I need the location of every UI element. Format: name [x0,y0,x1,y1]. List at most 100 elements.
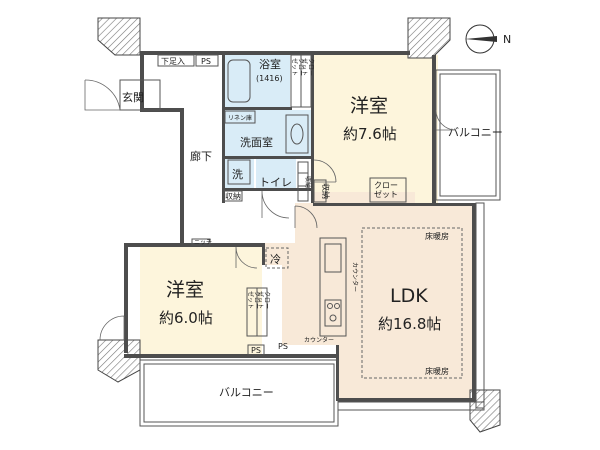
bath-size-label: (1416) [256,74,283,83]
compass-needle-icon [465,36,497,42]
balcony-bottom-inner [143,363,335,423]
storage-3-label: 収納 [321,183,331,199]
washer-label: 洗 [232,168,243,181]
toilet-door-swing [261,190,290,219]
closet-right-box [369,177,407,203]
balcony-right-inner [439,73,497,197]
western-room-1-size: 約7.6帖 [343,125,397,143]
storage-2-label: 収納 [304,176,312,188]
western-room-2: ニッチ 洋室 約6.0帖 クローゼット クローゼット PS PS [99,238,288,356]
washroom-floor [224,110,314,158]
ldk-door-swing [294,205,318,229]
entrance-door-swing [84,79,121,111]
corridor-label: 廊下 [190,149,212,163]
counter-small-label: カウンター [304,336,334,344]
sink-icon [290,123,304,145]
balcony-bottom-label: バルコニー [219,386,274,399]
wall-right-room1 [432,55,436,203]
walls [97,17,501,433]
balcony-bottom: バルコニー [139,359,339,427]
vanity-icon [285,114,309,154]
bathtub-icon [227,59,251,103]
western-room-2-size: 約6.0帖 [159,309,213,327]
fridge-label: 冷 [270,253,281,266]
ldk: 床暖房 床暖房 冷 カウンター カウンター LDK 約16.8帖 [265,205,463,379]
wall-room2-right [262,243,265,265]
floor-heating-zone [361,227,463,379]
column-bottom-left [97,339,141,383]
burner-icon-2 [334,303,340,309]
washer-box [227,159,251,185]
room1-door-swing [313,159,337,183]
balcony-right: バルコニー [435,69,503,201]
ps-top-label: PS [201,57,211,66]
burner-icon-3 [329,314,337,322]
room1-balcony-door [435,109,457,131]
ps-bottom-1-label: PS [251,346,261,355]
column-top-right [407,17,451,59]
wall-wet-left [222,55,225,203]
ps-bottom-1-box [247,344,265,356]
ldk-label: LDK [390,285,428,307]
storage-1-label: 収納 [225,191,241,201]
western-room-1: 洋室 約7.6帖 クローゼット [313,95,457,203]
toilet-label: トイレ [259,176,292,189]
closet-top-2-box [300,54,312,108]
floor-heating-top-label: 床暖房 [425,231,449,241]
wall-corridor-left [180,108,184,243]
washroom-label: 洗面室 [240,135,273,149]
entrance-outline [119,79,161,111]
floor-fills [140,55,472,400]
linen-box [224,110,256,124]
toilet-floor [256,158,296,188]
ldk-size: 約16.8帖 [378,315,441,333]
wall-room2-left [124,243,128,353]
kitchen-counter [319,237,347,337]
ps-bottom-2-label: PS [278,342,288,351]
ldk-window-right [475,202,485,409]
room-floor-ldk [262,192,472,400]
wall-bath-bottom [222,107,292,110]
wall-ldk-right [472,203,476,401]
shoe-storage-box [157,54,195,67]
wall-room2-bottom [124,354,338,358]
closet-left-2-label: クローゼット [256,291,270,309]
western-room-2-label: 洋室 [166,279,204,301]
washroom: リネン庫 洗面室 洗 トイレ [224,110,309,189]
wall-ldk-bottom [338,398,476,402]
kitchen-sink-icon [324,243,342,273]
counter-vertical-label: カウンター [351,262,359,292]
room2-door-swing [235,246,258,269]
storage-1-box [223,190,243,202]
closet-top-2-label: クローゼット [300,58,314,76]
balcony-right-outline [435,69,501,201]
floor-heating-bottom-label: 床暖房 [425,366,449,376]
wall-left-entrance [140,55,144,110]
column-bottom-right [469,389,501,433]
compass: N [465,24,511,54]
room2-window-door [99,315,125,341]
fridge-box [265,247,289,269]
room-floor-western-1 [313,55,438,205]
compass-n-label: N [503,33,511,46]
balcony-right-label: バルコニー [448,126,503,139]
column-top-left [97,17,141,56]
shoe-storage-label: 下足入 [161,57,185,66]
wall-room1-bottom [313,203,476,206]
niche-label: ニッチ [194,239,212,246]
wall-top [140,51,410,55]
entrance-area: 玄関 下足入 PS [84,54,219,111]
ldk-window-bottom [337,401,485,411]
bathroom-floor [224,55,290,107]
bathroom: 浴室 (1416) [227,57,283,103]
washer-floor [224,158,254,188]
burner-icon-1 [327,303,333,309]
wall-toilet-bottom [222,188,314,191]
room-floor-western-2 [140,246,262,358]
storage-2-box [297,172,309,202]
bathroom-label: 浴室 [259,57,281,71]
western-room-1-label: 洋室 [350,95,388,117]
stove-icon [324,299,342,327]
linen-label: リネン庫 [228,114,252,122]
